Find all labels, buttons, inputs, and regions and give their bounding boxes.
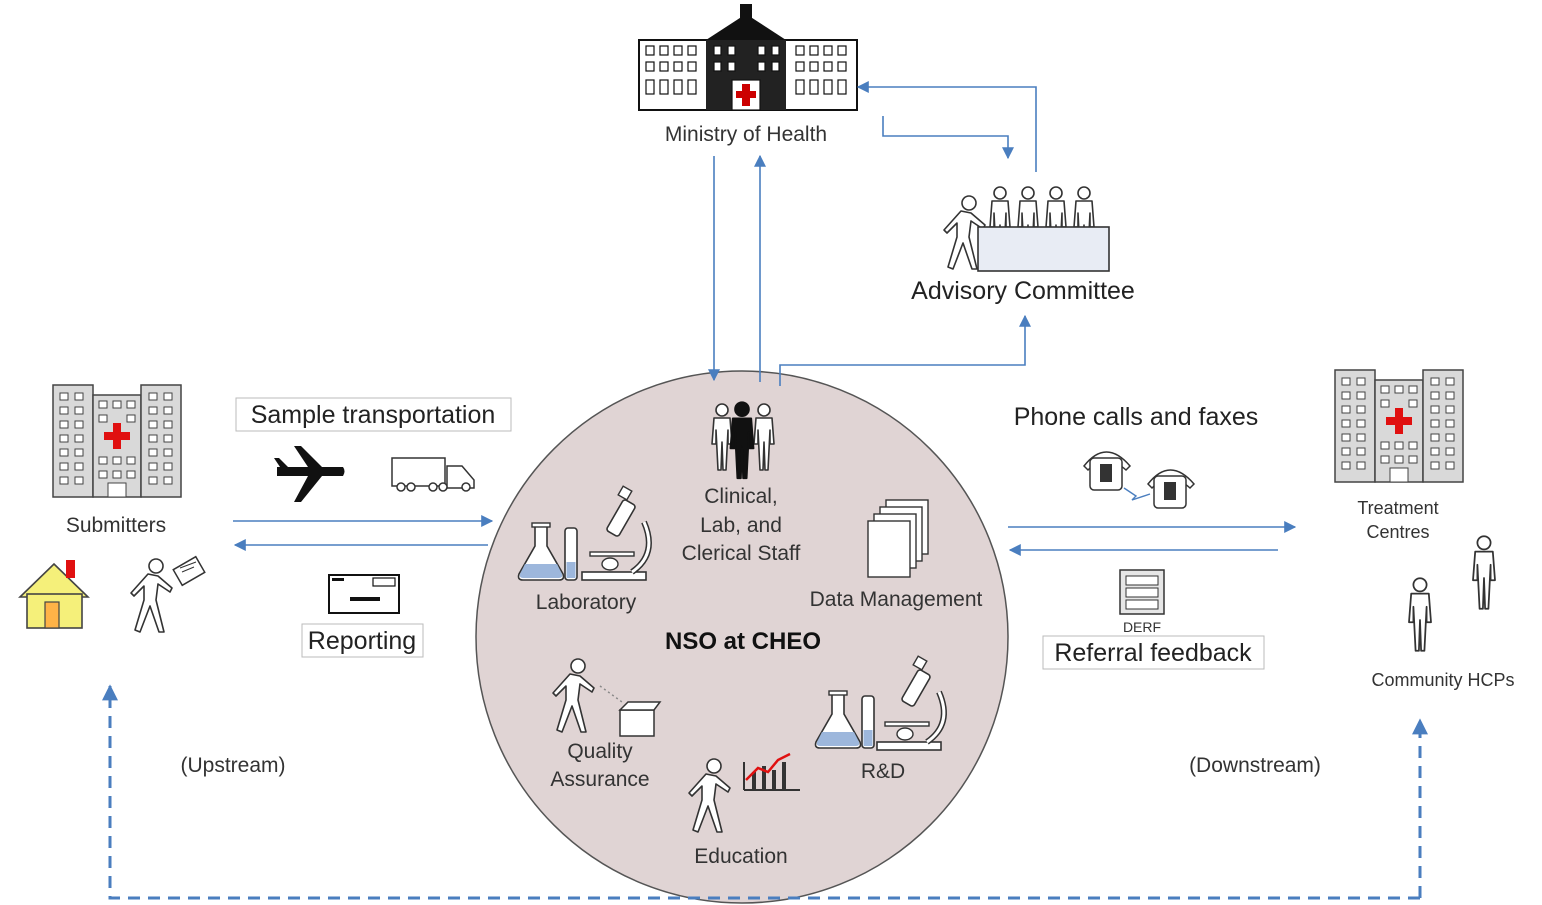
committee-icon — [943, 186, 1110, 272]
staff-label-2: Lab, and — [700, 514, 782, 537]
derf-label: DERF — [1123, 619, 1161, 635]
sample-transport-box — [235, 397, 512, 432]
arrow-ministry-to-advisory — [882, 116, 1014, 160]
downstream-label: (Downstream) — [1189, 754, 1321, 777]
staff-label-1: Clinical, — [704, 485, 778, 508]
submitters-label: Submitters — [66, 514, 166, 537]
arrow-center-to-advisory — [779, 314, 1031, 386]
community-hcp-icon — [1408, 535, 1496, 652]
treatment-label-2: Centres — [1366, 522, 1429, 542]
nso-circle — [475, 370, 1009, 904]
house-icon — [18, 560, 90, 629]
advisory-label: Advisory Committee — [911, 277, 1135, 305]
upstream-label: (Upstream) — [180, 754, 285, 777]
dashed-feedback-loop — [102, 684, 1420, 900]
data-management-label: Data Management — [810, 588, 983, 611]
quality-label-2: Assurance — [550, 768, 649, 791]
airplane-icon — [274, 446, 345, 502]
education-label: Education — [694, 845, 787, 868]
laboratory-label: Laboratory — [536, 591, 637, 614]
reporting-label: Reporting — [308, 627, 416, 655]
treatment-hospital-icon — [1334, 369, 1464, 483]
treatment-label-1: Treatment — [1357, 498, 1438, 518]
staff-label-3: Clerical Staff — [682, 542, 801, 565]
form-icon — [1119, 569, 1165, 615]
referral-box — [1042, 635, 1265, 670]
staff-group-icon — [711, 401, 775, 480]
quality-assurance-icon — [552, 658, 662, 737]
sample-transport-label: Sample transportation — [251, 401, 496, 429]
ministry-label: Ministry of Health — [665, 123, 827, 146]
arrow-advisory-to-ministry — [856, 81, 1037, 172]
envelope-icon — [328, 574, 400, 614]
rnd-label: R&D — [861, 760, 905, 783]
phone-label: Phone calls and faxes — [1014, 403, 1259, 431]
courier-icon — [130, 555, 206, 633]
reporting-box — [301, 623, 424, 658]
center-title: NSO at CHEO — [665, 628, 821, 655]
quality-label-1: Quality — [567, 740, 633, 763]
ministry-building-icon — [638, 4, 858, 111]
submitters-hospital-icon — [52, 384, 182, 498]
referral-label: Referral feedback — [1054, 639, 1252, 667]
education-presenter-icon — [688, 752, 800, 833]
community-label: Community HCPs — [1371, 670, 1514, 690]
phone-icon — [1082, 451, 1196, 509]
truck-icon — [391, 457, 475, 492]
documents-icon — [867, 499, 929, 578]
